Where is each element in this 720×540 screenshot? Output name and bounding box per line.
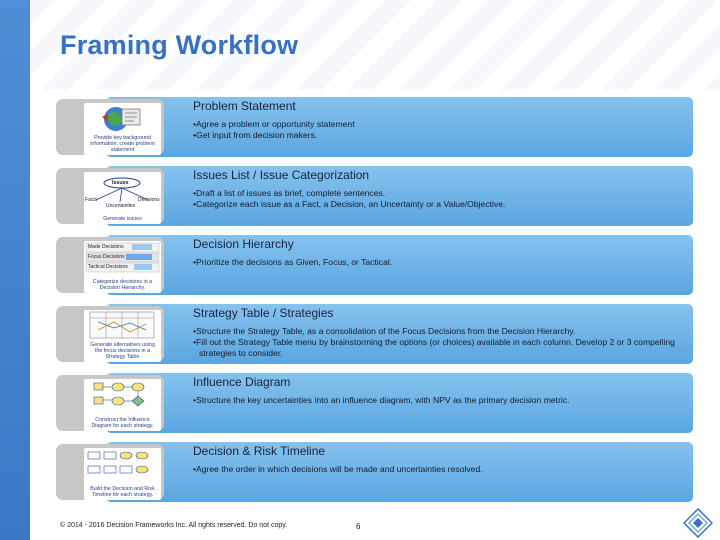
left-accent-strip <box>0 0 30 540</box>
step-bullets: •Agree a problem or opportunity statemen… <box>193 119 688 141</box>
step-thumbnail-card: Issues Facts Uncertainties Decisions Gen… <box>56 168 164 224</box>
step-bar <box>106 166 693 226</box>
page-title: Framing Workflow <box>60 30 299 60</box>
step-bar <box>106 235 693 295</box>
company-logo-icon <box>683 508 713 538</box>
step-thumbnail: Made Decisions Focus Decisions Tactical … <box>84 241 161 293</box>
made-decisions-label: Made Decisions <box>88 244 124 250</box>
thumbnail-caption: Construct the Influence Diagram for each… <box>91 417 154 429</box>
step-thumbnail-card: Build the Decision and Risk Timeline for… <box>56 444 164 500</box>
step-bullets: •Structure the Strategy Table, as a cons… <box>193 326 688 359</box>
step-bullets: •Draft a list of issues as brief, comple… <box>193 188 688 210</box>
step-thumbnail-card: Provide key background information; crea… <box>56 99 164 155</box>
step-heading: Decision Hierarchy <box>193 237 294 251</box>
hierarchy-icon <box>85 242 160 273</box>
step-heading: Influence Diagram <box>193 375 291 389</box>
bullet-item: •Structure the key uncertainties into an… <box>193 395 570 405</box>
step-thumbnail-card: Generate alternatives using the focus de… <box>56 306 164 362</box>
step-thumbnail-card: Construct the Influence Diagram for each… <box>56 375 164 431</box>
step-bullets: •Structure the key uncertainties into an… <box>193 395 688 406</box>
copyright-notice: © 2014 - 2016 Decision Frameworks Inc. A… <box>60 522 288 529</box>
step-thumbnail: Issues Facts Uncertainties Decisions Gen… <box>84 172 161 224</box>
step-bar <box>106 97 693 157</box>
step-heading: Issues List / Issue Categorization <box>193 168 370 182</box>
step-thumbnail: Provide key background information; crea… <box>84 103 161 155</box>
timeline-icon <box>87 451 149 474</box>
step-bullets: •Agree the order in which decisions will… <box>193 464 688 475</box>
thumbnail-caption: Generate issues <box>103 216 142 222</box>
step-thumbnail: Build the Decision and Risk Timeline for… <box>84 448 161 500</box>
step-strategy-table: Generate alternatives using the focus de… <box>56 304 693 364</box>
uncertainties-node-label: Uncertainties <box>106 203 136 209</box>
tactical-decisions-label: Tactical Decisions <box>88 264 128 270</box>
bullet-item: •Fill out the Strategy Table menu by bra… <box>193 337 675 358</box>
step-bullets: •Prioritize the decisions as Given, Focu… <box>193 257 688 268</box>
facts-node-label: Facts <box>85 197 98 203</box>
bullet-item: •Agree a problem or opportunity statemen… <box>193 119 355 129</box>
thumbnail-caption: Generate alternatives using the focus de… <box>90 342 155 360</box>
step-bar <box>106 442 693 502</box>
thumbnail-caption: Categorize decisions in a Decision Hiera… <box>92 279 153 291</box>
bullet-item: •Prioritize the decisions as Given, Focu… <box>193 257 393 267</box>
step-bar <box>106 304 693 364</box>
step-heading: Problem Statement <box>193 99 296 113</box>
step-problem-statement: Provide key background information; crea… <box>56 97 693 157</box>
thumbnail-caption: Provide key background information; crea… <box>90 135 155 153</box>
strategy-table-icon <box>89 311 155 339</box>
influence-diagram-icon <box>93 382 145 407</box>
step-bar <box>106 373 693 433</box>
focus-decisions-label: Focus Decisions <box>88 254 125 260</box>
step-thumbnail: Construct the Influence Diagram for each… <box>84 379 161 431</box>
thumbnail-caption: Build the Decision and Risk Timeline for… <box>90 486 155 498</box>
step-heading: Strategy Table / Strategies <box>193 306 334 320</box>
header-watermark <box>30 0 720 90</box>
decisions-node-label: Decisions <box>138 197 160 203</box>
page-number: 6 <box>356 522 361 531</box>
issues-node-label: Issues <box>112 180 129 186</box>
globe-icon <box>102 107 141 131</box>
bullet-item: •Agree the order in which decisions will… <box>193 464 483 474</box>
bullet-item: •Draft a list of issues as brief, comple… <box>193 188 386 198</box>
bullet-item: •Structure the Strategy Table, as a cons… <box>193 326 576 336</box>
issue-tree-icon <box>95 177 149 203</box>
step-decision-hierarchy: Made Decisions Focus Decisions Tactical … <box>56 235 693 295</box>
step-thumbnail-card: Made Decisions Focus Decisions Tactical … <box>56 237 164 293</box>
step-thumbnail: Generate alternatives using the focus de… <box>84 310 161 362</box>
bullet-item: •Get input from decision makers. <box>193 130 318 140</box>
step-heading: Decision & Risk Timeline <box>193 444 326 458</box>
bullet-item: •Categorize each issue as a Fact, a Deci… <box>193 199 506 209</box>
step-issues-list: Issues Facts Uncertainties Decisions Gen… <box>56 166 693 226</box>
step-influence-diagram: Construct the Influence Diagram for each… <box>56 373 693 433</box>
step-decision-risk-timeline: Build the Decision and Risk Timeline for… <box>56 442 693 502</box>
